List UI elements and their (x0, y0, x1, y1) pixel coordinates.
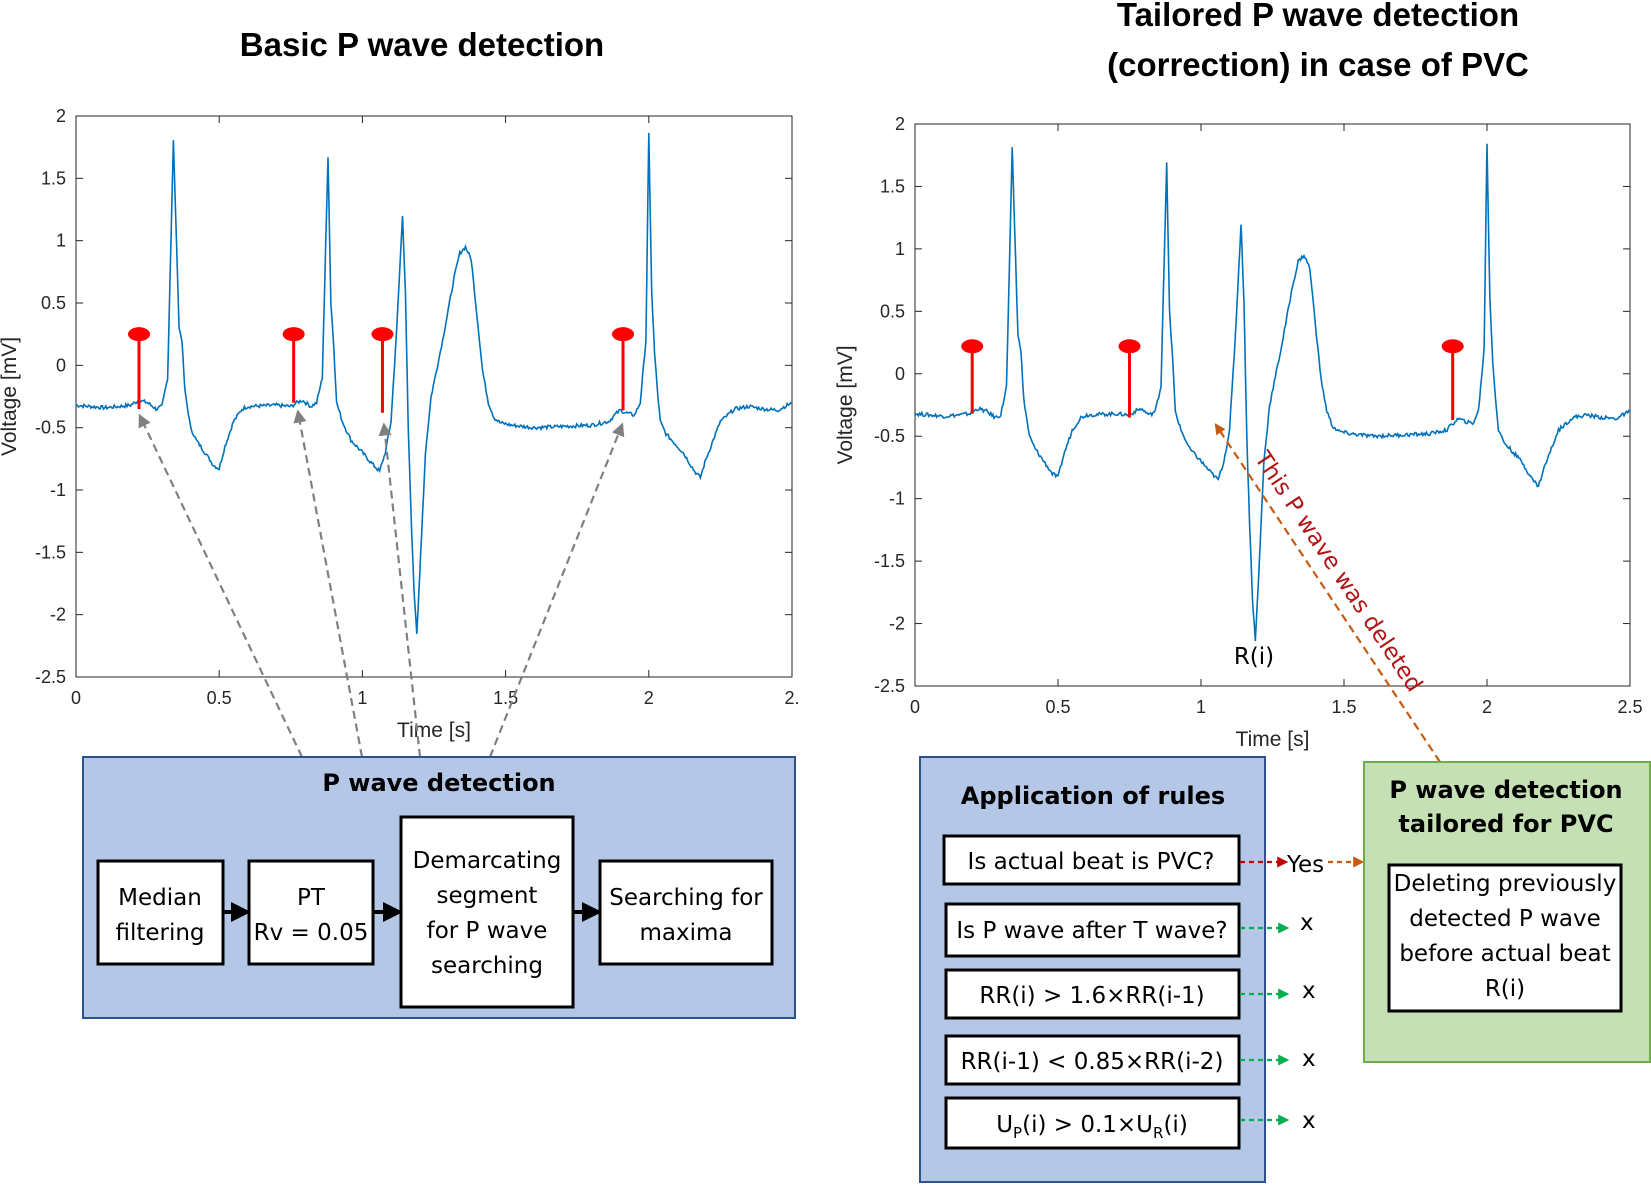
tailored-inner-line-2: detected P wave (1409, 906, 1601, 932)
pipeline-arrow-3 (378, 422, 422, 758)
x-tick-label: 0 (910, 697, 920, 717)
x-tick-label: 1.5 (493, 688, 518, 708)
rules-header: Application of rules (961, 782, 1225, 810)
y-tick-label: 2 (56, 106, 66, 126)
tailored-inner-line-4: R(i) (1485, 976, 1525, 1002)
p-wave-marker-head (128, 327, 151, 342)
plot-frame (914, 123, 1631, 687)
rule-5: UP(i) > 0.1×UR(i) (996, 1112, 1188, 1142)
rule-3: RR(i) > 1.6×RR(i-1) (979, 983, 1204, 1009)
ecg-signal-line (75, 132, 793, 634)
rule-1: Is actual beat is PVC? (968, 849, 1215, 875)
rule-3-outcome: x (1302, 978, 1316, 1004)
x-tick-label: 2 (1482, 697, 1492, 717)
rule-4-outcome: x (1302, 1046, 1316, 1072)
application-of-rules-box: Application of rules Is actual beat is P… (919, 756, 1266, 1183)
y-tick-label: -0.5 (874, 426, 905, 446)
y-tick-label: -2.5 (35, 667, 66, 687)
step-demarcating-line-2: segment (437, 883, 538, 909)
x-axis-label: Time [s] (1236, 728, 1310, 751)
y-tick-label: -1 (889, 489, 905, 509)
p-wave-marker-head (282, 327, 305, 342)
step-searching-line-1: Searching for (609, 885, 763, 911)
step-median-line-1: Median (118, 885, 202, 911)
y-axis-label: Voltage [mV] (834, 345, 857, 464)
rule-2-outcome: x (1300, 910, 1314, 936)
step-pt-line-2: Rv = 0.05 (254, 920, 369, 946)
pipeline-arrow-4 (488, 422, 625, 758)
step-demarcating-line-4: searching (431, 953, 543, 979)
p-wave-marker-head (961, 339, 984, 354)
x-tick-label: 0.5 (207, 688, 232, 708)
right-panel-title-line-2: (correction) in case of PVC (1107, 46, 1529, 83)
ecg-signal-line (914, 143, 1631, 642)
p-wave-marker-head (371, 327, 394, 342)
x-tick-label: 1 (357, 688, 367, 708)
left-ecg-chart: 0 0.5 1 1.5 2 2. -2.5 -2 -1.5 -1 -0.5 0 0.5 1 1.5 2Time… (0, 106, 800, 742)
x-tick-label: 2.5 (1617, 697, 1642, 717)
step-searching-line-2: maxima (640, 920, 733, 946)
deleted-p-wave-arrow (1214, 423, 1441, 763)
y-tick-label: 0 (56, 355, 66, 375)
tailored-header-line-1: P wave detection (1389, 776, 1622, 804)
y-tick-label: 1 (56, 231, 66, 251)
step-demarcating-line-1: Demarcating (413, 848, 562, 874)
y-tick-label: 1.5 (880, 176, 905, 196)
rule-1-outcome: Yes (1286, 852, 1324, 878)
y-tick-label: 1.5 (41, 168, 66, 188)
tailored-header-line-2: tailored for PVC (1398, 810, 1613, 838)
p-wave-marker-head (1118, 339, 1141, 354)
x-tick-label: 2. (784, 688, 799, 708)
rule-4: RR(i-1) < 0.85×RR(i-2) (961, 1049, 1224, 1075)
p-wave-marker-head (612, 327, 635, 342)
p-wave-detection-pipeline: P wave detection Median filtering PT Rv … (82, 756, 796, 1019)
pipeline-arrow-2 (293, 409, 364, 758)
rule-5-outcome: x (1302, 1108, 1316, 1134)
y-tick-label: 2 (895, 114, 905, 134)
y-tick-label: 0.5 (880, 301, 905, 321)
x-axis-label: Time [s] (397, 719, 471, 742)
tailored-inner-line-1: Deleting previously (1394, 871, 1617, 897)
y-tick-label: -2 (889, 614, 905, 634)
rule-2: Is P wave after T wave? (956, 918, 1227, 944)
y-tick-label: -1.5 (874, 551, 905, 571)
pipeline-arrow-1 (138, 413, 303, 758)
pipeline-header: P wave detection (322, 769, 555, 797)
tailored-p-wave-box: P wave detection tailored for PVC Deleti… (1363, 761, 1651, 1063)
x-tick-label: 1.5 (1331, 697, 1356, 717)
y-tick-label: 1 (895, 239, 905, 259)
x-tick-label: 0 (71, 688, 81, 708)
step-median-line-2: filtering (115, 920, 204, 946)
y-axis-label: Voltage [mV] (0, 337, 21, 456)
y-tick-label: -1.5 (35, 542, 66, 562)
step-pt-line-1: PT (297, 885, 326, 911)
tailored-inner-line-3: before actual beat (1399, 941, 1610, 967)
right-panel-title-line-1: Tailored P wave detection (1117, 0, 1519, 33)
y-tick-label: -0.5 (35, 418, 66, 438)
plot-frame (75, 115, 793, 678)
y-tick-label: -2 (50, 605, 66, 625)
left-panel-title: Basic P wave detection (240, 26, 604, 63)
y-tick-label: 0 (895, 364, 905, 384)
x-tick-label: 0.5 (1045, 697, 1070, 717)
beat-label-ri: R(i) (1234, 644, 1274, 670)
y-tick-label: 0.5 (41, 293, 66, 313)
y-tick-label: -2.5 (874, 676, 905, 696)
x-tick-label: 2 (644, 688, 654, 708)
right-ecg-chart: 0 0.5 1 1.5 2 2.5 -2.5 -2 -1.5 -1 -0.5 0 0.5 1 1.5 2Tim… (834, 114, 1643, 751)
y-tick-label: -1 (50, 480, 66, 500)
step-demarcating-line-3: for P wave (427, 918, 548, 944)
p-wave-marker-head (1441, 339, 1464, 354)
x-tick-label: 1 (1196, 697, 1206, 717)
